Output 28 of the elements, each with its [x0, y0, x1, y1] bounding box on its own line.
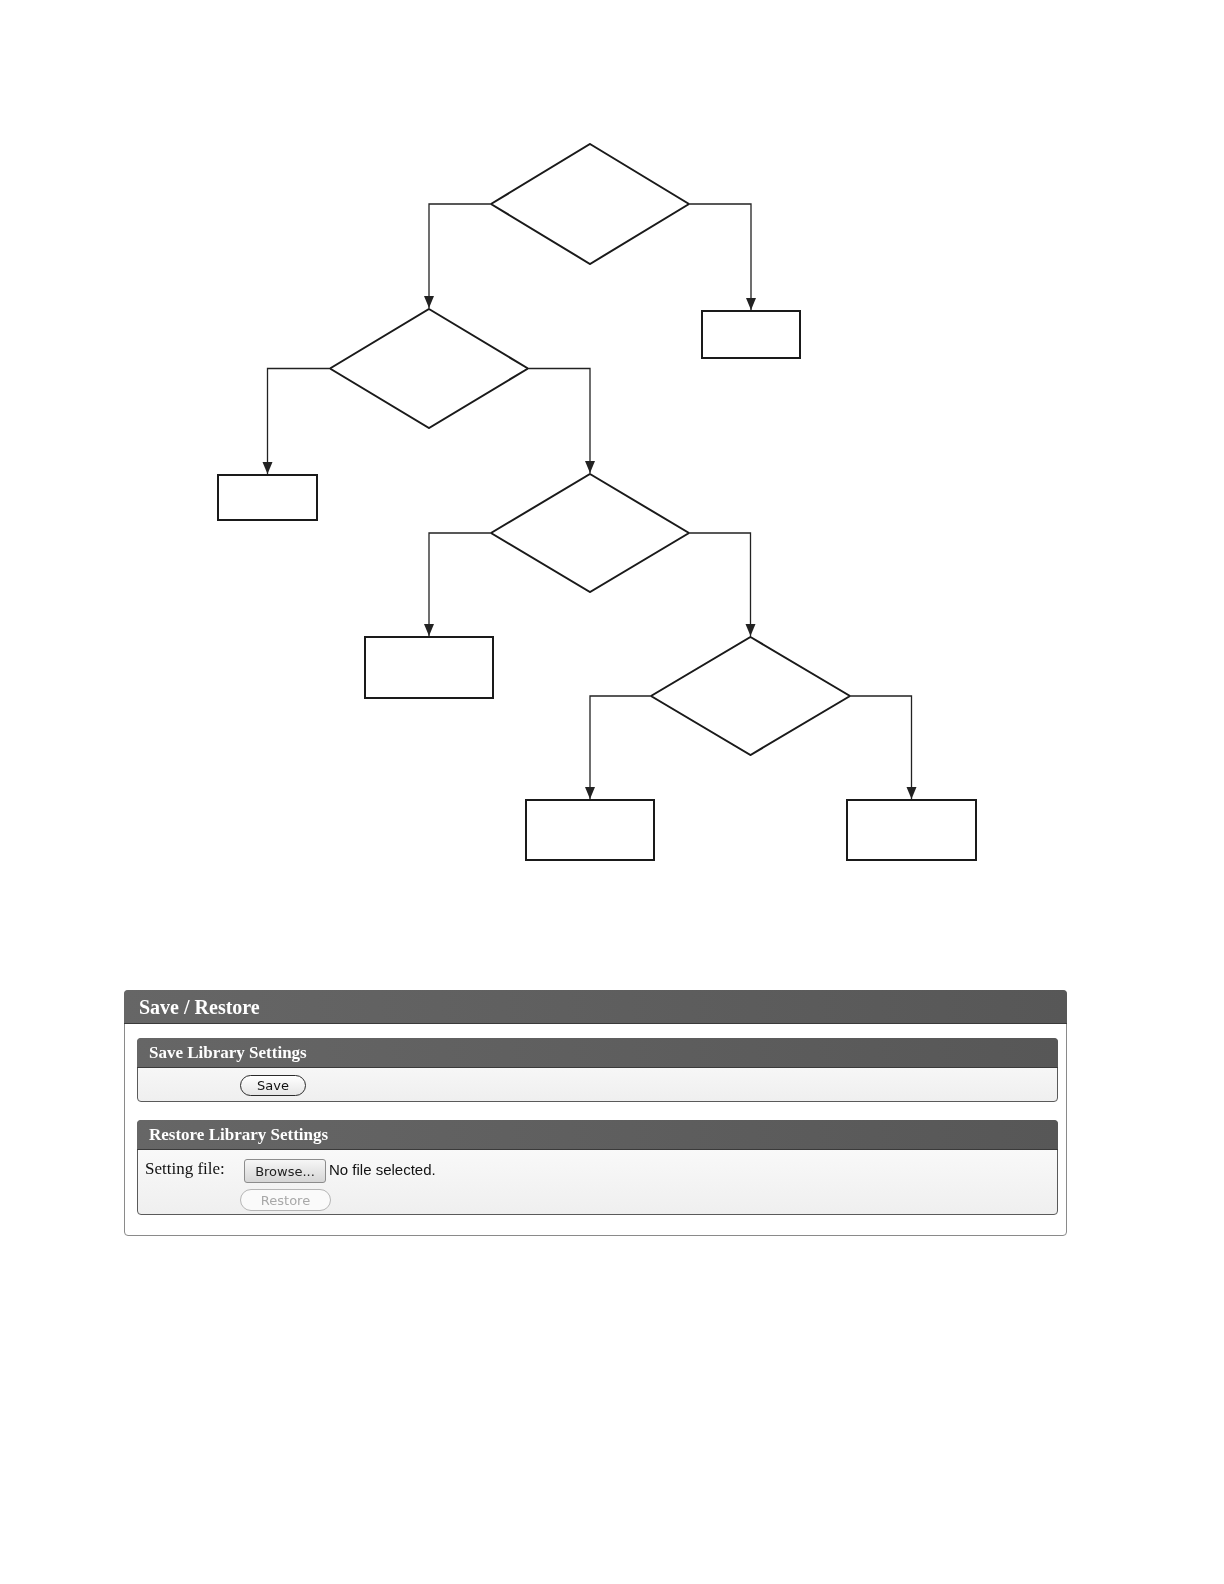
file-status-text: No file selected. [329, 1159, 436, 1180]
process-box [846, 799, 977, 861]
process-box [364, 636, 494, 699]
arrow [424, 532, 491, 637]
decision-diamond [650, 636, 851, 756]
save-button: Save [240, 1075, 306, 1096]
arrow [850, 695, 917, 800]
browse-button: Browse... [244, 1159, 326, 1183]
section-header: Restore Library Settings [137, 1120, 1058, 1150]
arrow [689, 532, 756, 637]
field-label: Setting file: [145, 1158, 225, 1180]
decision-diamond [490, 143, 690, 265]
arrow [262, 367, 330, 475]
arrow [424, 203, 491, 309]
process-box [525, 799, 655, 861]
decision-diamond [490, 473, 690, 593]
panel-header: Save / Restore [124, 990, 1067, 1024]
arrow [528, 367, 595, 474]
settings-panel [124, 990, 1067, 1236]
arrow [585, 695, 651, 800]
decision-diamond [329, 308, 529, 429]
section-header: Save Library Settings [137, 1038, 1058, 1068]
restore-button: Restore [240, 1189, 331, 1211]
process-box [701, 310, 801, 359]
process-box [217, 474, 318, 521]
arrow [689, 203, 756, 311]
settings-section [137, 1120, 1058, 1215]
settings-section [137, 1038, 1058, 1102]
